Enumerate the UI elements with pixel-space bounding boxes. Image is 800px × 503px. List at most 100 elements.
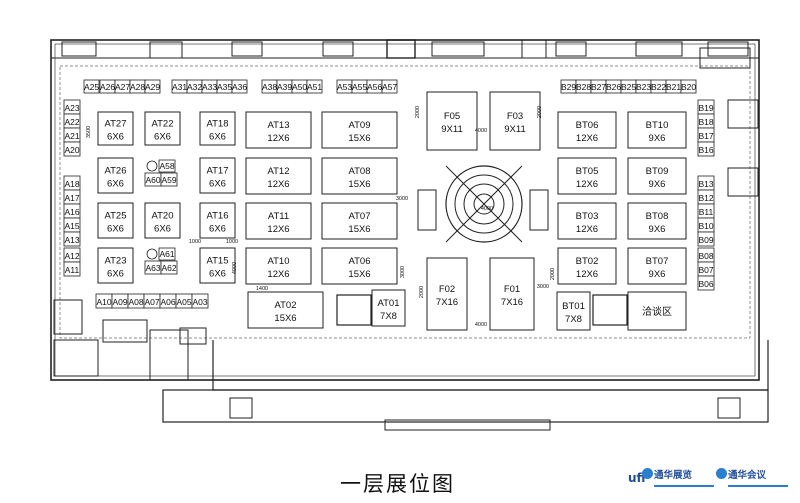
booth-at13-size: 12X6 — [267, 133, 289, 144]
booth-b29-label: B29 — [561, 82, 576, 92]
dimension-label: 4000 — [232, 262, 238, 274]
booth-f03[interactable] — [489, 91, 541, 151]
booth-a53-label: A53 — [337, 82, 352, 92]
booth-f05-size: 9X11 — [441, 124, 462, 135]
booth-a29[interactable] — [144, 79, 161, 94]
booth-a13[interactable] — [63, 231, 81, 247]
booth-a57-label: A57 — [382, 82, 397, 92]
booth-a60-label: A60 — [145, 175, 160, 185]
booth-b20[interactable] — [680, 79, 697, 94]
booth-at15[interactable] — [199, 247, 236, 284]
booth-at09[interactable] — [321, 111, 398, 149]
booth-at08[interactable] — [321, 157, 398, 195]
booth-at18-size: 6X6 — [209, 132, 226, 143]
booth-at02-id: AT02 — [274, 300, 296, 311]
booth-a62[interactable] — [160, 260, 178, 275]
booth-at06[interactable] — [321, 247, 398, 285]
booth-b09[interactable] — [697, 231, 715, 247]
booth-at26[interactable] — [97, 157, 134, 194]
booth-b13-label: B13 — [698, 179, 713, 189]
booth-b11-label: B11 — [699, 207, 714, 217]
booth-a63-label: A63 — [145, 263, 160, 273]
booth-b06[interactable] — [697, 275, 715, 291]
booth-f01-id: F01 — [504, 284, 520, 295]
booth-at20[interactable] — [144, 202, 181, 239]
booth-at23[interactable] — [97, 247, 134, 284]
booth-a59-label: A59 — [161, 175, 176, 185]
booth-at12[interactable] — [245, 157, 312, 195]
booth-at11-size: 12X6 — [267, 224, 289, 235]
booth-at16-id: AT16 — [206, 211, 228, 222]
booth-at22[interactable] — [144, 111, 181, 146]
booth-at02[interactable] — [247, 291, 324, 329]
booth-at25-size: 6X6 — [107, 224, 124, 235]
booth-a36[interactable] — [231, 79, 248, 94]
brand-meeting: 通华会议 — [728, 470, 767, 481]
booth-at18-id: AT18 — [206, 119, 228, 130]
booth-a61[interactable] — [158, 247, 176, 261]
booth-a18-label: A18 — [64, 179, 79, 189]
dimension-label: 2000 — [550, 268, 556, 280]
booth-b27-label: B27 — [591, 82, 606, 92]
booth-b19-label: B19 — [698, 103, 713, 113]
booth-a51[interactable] — [306, 79, 323, 94]
booth-bt03[interactable] — [557, 202, 617, 240]
booth-at10[interactable] — [245, 247, 312, 285]
booth-bt08[interactable] — [627, 202, 687, 240]
booth-bt02[interactable] — [557, 247, 617, 285]
booth-at07[interactable] — [321, 202, 398, 240]
booth-a58[interactable] — [158, 159, 176, 173]
booth-bt06[interactable] — [557, 111, 617, 149]
booth-at27-id: AT27 — [104, 119, 126, 130]
booth-at16[interactable] — [199, 202, 236, 239]
booth-a03[interactable] — [191, 293, 209, 309]
booth-bt03-id: BT03 — [576, 211, 599, 222]
booth-a25[interactable] — [83, 79, 100, 94]
booth-at17[interactable] — [199, 157, 236, 194]
booth-bt07-size: 9X6 — [649, 269, 666, 280]
booth-f02[interactable] — [426, 257, 468, 331]
dimension-label: 3000 — [400, 266, 406, 278]
booth-f01[interactable] — [489, 257, 535, 331]
booth-at18[interactable] — [199, 111, 236, 146]
building-structure — [50, 39, 769, 431]
booth-a12-label: A12 — [64, 251, 79, 261]
dimension-label: 4000 — [481, 206, 493, 212]
booth-at16-size: 6X6 — [209, 224, 226, 235]
booth-bt09[interactable] — [627, 157, 687, 195]
booth-bt10[interactable] — [627, 111, 687, 149]
negotiation-area[interactable] — [627, 291, 687, 331]
booth-at25[interactable] — [97, 202, 134, 239]
booth-bt09-size: 9X6 — [649, 179, 666, 190]
booth-a56-label: A56 — [367, 82, 382, 92]
booth-a59[interactable] — [160, 172, 178, 187]
booth-at26-id: AT26 — [104, 166, 126, 177]
booth-at08-id: AT08 — [348, 166, 370, 177]
booth-bt07[interactable] — [627, 247, 687, 285]
expo-logo-icon — [642, 468, 653, 479]
booth-b09-label: B09 — [698, 235, 713, 245]
booth-at27[interactable] — [97, 111, 134, 146]
booth-at09-id: AT09 — [348, 120, 370, 131]
booth-at11[interactable] — [245, 202, 312, 240]
booth-bt08-id: BT08 — [646, 211, 669, 222]
booth-bt01[interactable] — [556, 291, 591, 331]
booth-a20[interactable] — [63, 141, 81, 157]
booth-f05[interactable] — [426, 91, 478, 151]
booth-bt06-id: BT06 — [576, 120, 599, 131]
booth-at13[interactable] — [245, 111, 312, 149]
booth-a09-label: A09 — [112, 297, 127, 307]
booth-a11[interactable] — [63, 261, 81, 277]
booth-bt05[interactable] — [557, 157, 617, 195]
booth-a39-label: A39 — [277, 82, 292, 92]
booth-b06-label: B06 — [698, 279, 713, 289]
booth-a35-label: A35 — [217, 82, 232, 92]
booth-at08-size: 15X6 — [348, 179, 370, 190]
booth-a33-label: A33 — [202, 82, 217, 92]
booth-b16[interactable] — [697, 141, 715, 157]
booth-a57[interactable] — [381, 79, 398, 94]
booth-b28-label: B28 — [576, 82, 591, 92]
booth-at01[interactable] — [371, 289, 406, 327]
